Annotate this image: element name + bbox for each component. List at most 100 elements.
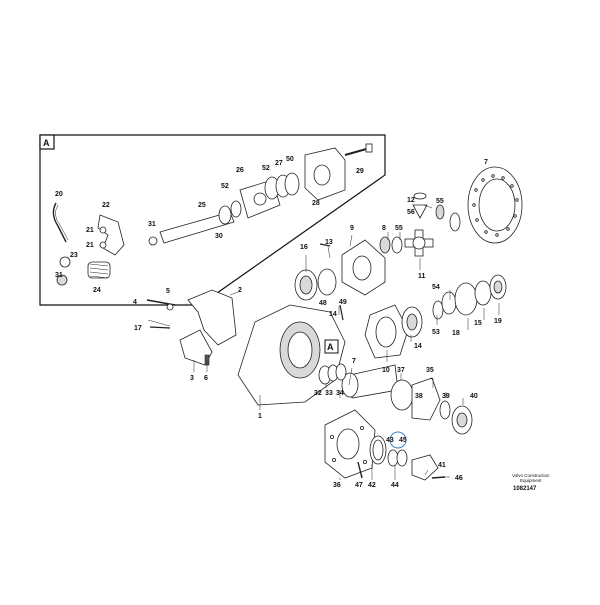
inset-frame xyxy=(39,134,386,306)
callout-50: 50 xyxy=(286,156,294,163)
callout-7b: 7 xyxy=(352,358,356,365)
bolt-17 xyxy=(149,326,171,329)
callout-21b: 21 xyxy=(86,242,94,249)
bolt-29-head xyxy=(365,143,373,153)
callout-54: 54 xyxy=(432,284,440,291)
flange-hole-4 xyxy=(362,459,367,464)
callout-25: 25 xyxy=(198,202,206,209)
ring-gear-inner xyxy=(478,178,516,232)
callout-45: 45 xyxy=(399,437,407,444)
callout-20: 20 xyxy=(55,191,63,198)
bracket-2 xyxy=(187,289,237,346)
corner-subtitle: Equipment xyxy=(520,478,542,483)
callout-47: 47 xyxy=(355,482,363,489)
callout-22: 22 xyxy=(102,202,110,209)
inset-label: A xyxy=(43,138,50,148)
bolt-47 xyxy=(357,461,363,479)
bearing-19-race xyxy=(493,280,503,294)
callout-23: 23 xyxy=(70,252,78,259)
highlight-circle xyxy=(389,431,407,449)
callout-48: 48 xyxy=(319,300,327,307)
callout-17: 17 xyxy=(134,325,142,332)
flange-hole-3 xyxy=(331,457,336,462)
callout-35: 35 xyxy=(426,367,434,374)
ring-39 xyxy=(439,400,451,420)
pinion-gear-56 xyxy=(412,204,428,219)
spider-11 xyxy=(404,229,434,257)
callout-11: 11 xyxy=(418,273,426,280)
shaft-25 xyxy=(159,211,235,244)
callout-29: 29 xyxy=(356,168,364,175)
ring-43 xyxy=(387,449,399,467)
corner-credit: Volvo Construction Equipment 1082147 xyxy=(512,473,550,492)
nut-31 xyxy=(56,274,68,286)
callout-8: 8 xyxy=(382,225,386,232)
callout-41: 41 xyxy=(438,462,446,469)
callout-9: 9 xyxy=(350,225,354,232)
callout-4: 4 xyxy=(133,299,137,306)
ring-45 xyxy=(396,449,408,467)
callout-27: 27 xyxy=(275,160,283,167)
bearing-40-race xyxy=(456,412,468,428)
lock-plate-41 xyxy=(411,454,439,481)
callout-14b: 14 xyxy=(414,343,422,350)
carrier-cap-bore xyxy=(375,316,397,348)
ring-51 xyxy=(449,212,461,232)
gear-8 xyxy=(379,236,391,254)
callout-46: 46 xyxy=(455,475,463,482)
axle-housing-inner-bore xyxy=(287,331,313,369)
callout-28: 28 xyxy=(312,200,320,207)
bearing-16-race xyxy=(299,275,313,295)
callout-39: 39 xyxy=(442,393,450,400)
callout-36: 36 xyxy=(333,482,341,489)
corner-company: Volvo Construction xyxy=(512,473,550,478)
inset-label-box xyxy=(39,134,55,150)
callout-7a: 7 xyxy=(484,159,488,166)
shift-fork xyxy=(97,214,125,256)
callout-16: 16 xyxy=(300,244,308,251)
ring-34 xyxy=(335,363,347,381)
callout-19: 19 xyxy=(494,318,502,325)
callout-52a: 52 xyxy=(221,183,229,190)
callout-56: 56 xyxy=(407,209,415,216)
bearing-15 xyxy=(474,280,492,306)
spring-clip-wire xyxy=(52,202,67,243)
callout-21a: 21 xyxy=(86,227,94,234)
callout-55b: 55 xyxy=(436,198,444,205)
housing-block-bore xyxy=(313,164,331,186)
ring-gear-bolt-holes xyxy=(472,174,519,237)
ring-52-inset xyxy=(230,200,242,218)
callout-30: 30 xyxy=(215,233,223,240)
bolt-49 xyxy=(339,304,344,321)
inset-a: A xyxy=(39,134,386,306)
seal-30 xyxy=(218,205,232,225)
leader-lines xyxy=(147,204,500,480)
bolt-13 xyxy=(319,243,331,247)
flange-hole-2 xyxy=(359,425,364,430)
callout-10: 10 xyxy=(382,367,390,374)
main-assembly: A xyxy=(133,159,523,489)
flange-36-bore xyxy=(336,428,360,460)
callout-18: 18 xyxy=(452,330,460,337)
ring-48 xyxy=(317,268,337,296)
callout-52b: 52 xyxy=(262,165,270,172)
callout-24: 24 xyxy=(93,287,101,294)
callout-12: 12 xyxy=(407,197,415,204)
seal-14-inner xyxy=(406,313,418,331)
callout-1: 1 xyxy=(258,413,262,420)
bolt-46 xyxy=(431,476,446,479)
pin-21a xyxy=(99,226,107,234)
ring-31 xyxy=(148,236,158,246)
callout-34: 34 xyxy=(336,390,344,397)
callout-26: 26 xyxy=(236,167,244,174)
washer-55 xyxy=(391,236,403,254)
callout-44: 44 xyxy=(391,482,399,489)
carrier-35 xyxy=(411,377,441,421)
callout-14a: 14 xyxy=(329,311,337,318)
washer-5 xyxy=(166,303,174,311)
bearing-53 xyxy=(432,300,444,320)
callout-31b: 31 xyxy=(55,272,63,279)
drawing-id: 1082147 xyxy=(513,486,537,492)
housing-a-marker: A xyxy=(327,342,334,352)
